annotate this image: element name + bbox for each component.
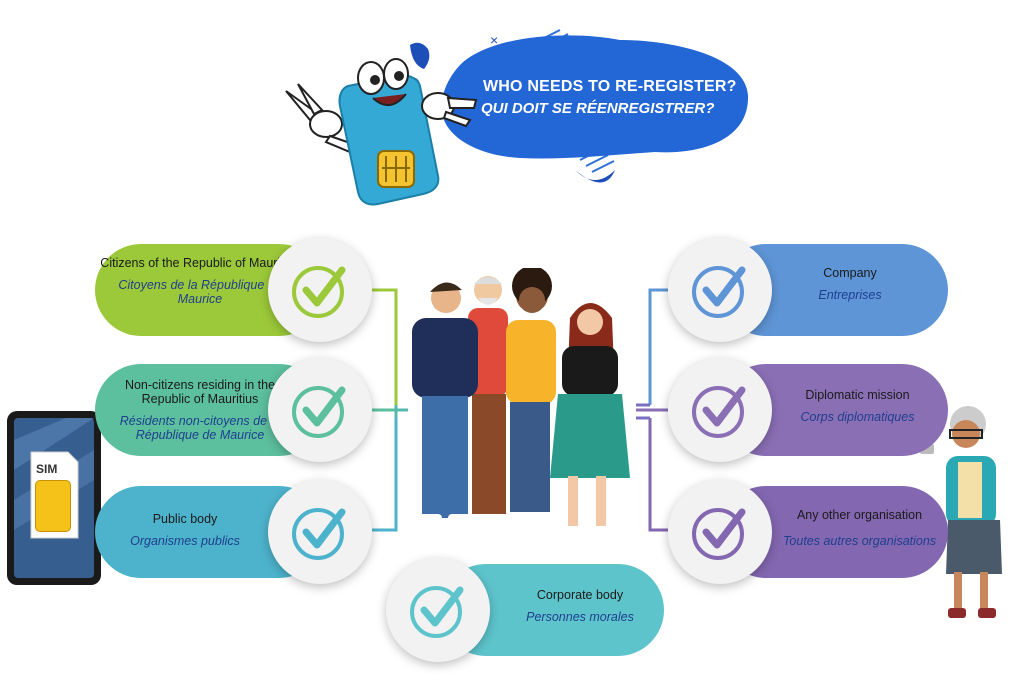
category-citizens-en: Citizens of the Republic of Mauritius — [100, 256, 300, 270]
category-company-fr: Entreprises — [818, 288, 882, 302]
category-corporate-body-en: Corporate body — [536, 588, 624, 602]
category-citizens-fr: Citoyens de la République de Maurice — [118, 278, 282, 306]
category-public-body-fr: Organismes publics — [130, 534, 240, 548]
non-citizens-check-badge — [268, 358, 372, 462]
checkmark-icon — [692, 386, 746, 438]
public-body-check-badge — [268, 480, 372, 584]
category-non-citizens-fr: Résidents non-citoyens de la République … — [119, 414, 281, 442]
category-non-citizens-en: Non-citizens residing in the Republic of… — [124, 378, 276, 406]
category-diplomatic-mission-fr: Corps diplomatiques — [800, 410, 915, 424]
checkmark-icon — [692, 266, 746, 318]
category-other-organisation-fr: Toutes autres organisations — [782, 534, 937, 548]
checkmark-icon — [292, 266, 346, 318]
citizens-check-badge — [268, 238, 372, 342]
category-diplomatic-mission-en: Diplomatic mission — [805, 388, 910, 402]
diplomatic-mission-check-badge — [668, 358, 772, 462]
category-corporate-body-fr: Personnes morales — [526, 610, 634, 624]
checkmark-icon — [292, 386, 346, 438]
close-mark: × — [490, 32, 499, 48]
other-organisation-check-badge — [668, 480, 772, 584]
header-decoration — [408, 29, 749, 183]
sim-card-mascot-icon — [285, 58, 478, 206]
category-other-organisation-en: Any other organisation — [796, 508, 923, 522]
category-public-body-en: Public body — [152, 512, 218, 526]
category-company-en: Company — [823, 266, 877, 280]
people-group-illustration — [412, 268, 630, 526]
checkmark-icon — [692, 508, 746, 560]
checkmark-icon — [292, 508, 346, 560]
header-subtitle: QUI DOIT SE RÉENREGISTRER? — [481, 100, 715, 117]
checkmark-icon — [410, 586, 464, 638]
sim-chip-icon — [35, 480, 71, 532]
corporate-body-check-badge — [386, 558, 490, 662]
sim-label: SIM — [36, 462, 58, 476]
header-title: WHO NEEDS TO RE-REGISTER? — [483, 78, 737, 95]
grandmother-illustration — [920, 406, 1002, 618]
company-check-badge — [668, 238, 772, 342]
